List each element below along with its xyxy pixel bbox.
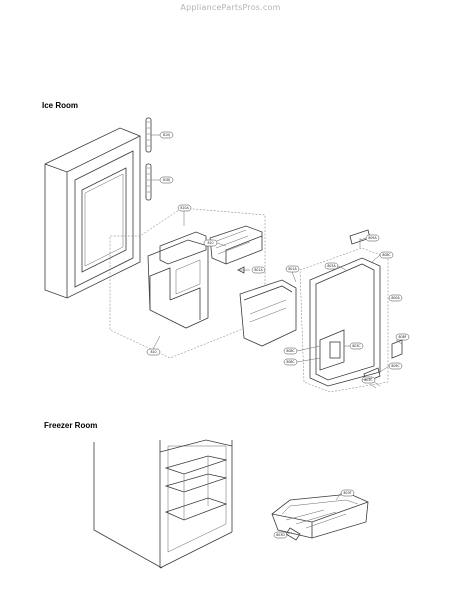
callout-label: 808C [382, 253, 391, 257]
callout-808c: 808C [379, 251, 394, 259]
watermark: AppliancePartsPros.com [180, 3, 281, 12]
callout-label: 810 [150, 350, 156, 354]
callout-label: 803C [352, 344, 361, 348]
callout-809a: 809A [365, 234, 380, 242]
callout-label: 801A [288, 267, 297, 271]
callout-label: 808F [399, 335, 407, 339]
callout-label: 818J [163, 178, 170, 182]
callout-800a: 800A [388, 294, 403, 302]
callout-label: 808C [286, 349, 295, 353]
callout-label: 803D [276, 533, 285, 537]
callout-809c: 809C [388, 362, 403, 370]
callout-810a: 810A [177, 204, 192, 212]
callout-810-b: 810 [203, 239, 218, 247]
freezer-cabinet [93, 439, 233, 569]
ice-room-title: Ice Room [42, 101, 79, 110]
callout-label: 801A [254, 268, 263, 272]
callout-label: 803C [364, 378, 373, 382]
callout-label: 803F [344, 491, 352, 495]
callout-801a: 801A [251, 266, 266, 274]
callout-label: 810 [207, 241, 213, 245]
ice-maker-assembly-frame [109, 207, 266, 359]
callout-label: 800A [391, 296, 400, 300]
callout-801a-b: 801A [285, 265, 300, 273]
callout-818j: 818J [159, 176, 174, 184]
callout-808c-b: 808C [283, 347, 298, 355]
callout-803c: 803C [349, 342, 364, 350]
callout-808c-c: 808C [283, 358, 298, 366]
callout-label: 803A [327, 264, 336, 268]
freezer-room-title: Freezer Room [44, 421, 98, 430]
ice-room-inner-door [299, 229, 403, 393]
callout-label: 808C [286, 360, 295, 364]
ice-bucket-cover [239, 279, 297, 347]
callout-803f: 803F [340, 489, 355, 497]
callout-label: 809C [391, 364, 400, 368]
callout-803d: 803D [273, 531, 288, 539]
callout-label: 809A [368, 236, 377, 240]
freezer-ice-tray-assembly [271, 493, 369, 541]
callout-label: 810J [163, 133, 170, 137]
callout-803c-b: 803C [361, 376, 376, 384]
callout-810: 810 [146, 348, 161, 356]
callout-803a: 803A [324, 262, 339, 270]
ice-room-gaskets [145, 117, 160, 201]
callout-810j: 810J [159, 131, 174, 139]
ice-room-door-panel [44, 127, 141, 299]
callout-leader-lines [152, 211, 403, 536]
callout-808f: 808F [395, 333, 410, 341]
callout-label: 810A [180, 206, 189, 210]
